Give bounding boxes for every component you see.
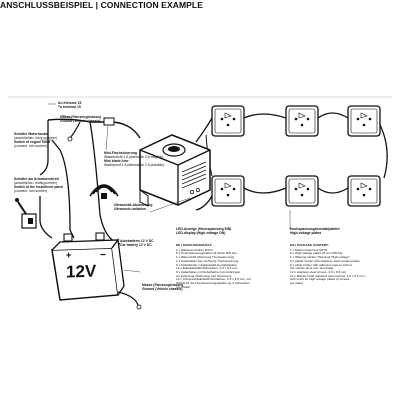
package-en-item: 6 x cable holder with adhesive tape to s… <box>290 262 353 267</box>
ultrasonic-label: Ultraschall-Abstrahlung Ultrasonic radia… <box>114 203 153 211</box>
package-de-item: 1 x Warnschild (Warnung! Hochspannung) <box>176 255 235 260</box>
package-de-item: 12 x Edelstahlstifte/Schrauben, 2,9 x 9,… <box>176 266 238 271</box>
hv-plate-2 <box>285 105 319 137</box>
car-battery-icon: + − <box>51 232 125 301</box>
chassis-ground-label: Masse (Fahrzeugchassis) Ground (Vehicle … <box>142 283 184 291</box>
svg-text:+: + <box>66 250 71 260</box>
package-en-item: the vehicle (fuse incl. terminals) <box>290 266 334 271</box>
package-en-item: 1 x Warning sticker "Warning! High-volta… <box>290 255 350 260</box>
package-de-item: pro Platte) <box>176 284 191 289</box>
battery-label: Autobatterie 12 V DC Car battery 12 V DC <box>120 239 154 247</box>
package-de-item: 6 x Kabelbinder mit Edelstahl-Kontaktpla… <box>176 262 237 267</box>
deterrent-device <box>139 134 211 207</box>
page-title: ANSCHLUSSBEISPIEL | CONNECTION EXAMPLE <box>0 0 203 10</box>
plates-label: Hochspannungskontaktplatten High-voltage… <box>290 227 340 235</box>
ultrasonic-icon <box>89 184 119 197</box>
package-en-item: with notch for high-voltage plates (2 sc… <box>290 277 350 282</box>
hv-plate-1 <box>211 105 245 137</box>
package-de-item: 12 x Universal-Edelstahl-Schrauben, 2,9 … <box>176 277 251 282</box>
package-content-de: DE | PACKUNGSINHALT: 1 x Mardervertreibe… <box>176 243 284 289</box>
battery-voltage: 12V <box>66 261 97 282</box>
hv-plate-3 <box>347 105 381 137</box>
package-de-item: 6 x Hochspannungsplatten (8 Stück DIN A4… <box>176 251 237 256</box>
hv-plate-6 <box>347 175 381 207</box>
svg-text:−: − <box>100 250 106 261</box>
ground-label-top: Masse (Fahrzeugchassis) Ground (Vehicle … <box>60 115 102 123</box>
package-de-item: 1 x Kabelhalter-Set "Achtung" Hochspannu… <box>176 258 239 263</box>
package-de-item: 1 x Mardervertreiber M170 <box>176 247 213 252</box>
led-label: LED-Anzeige (Hochspannung EIN) LED-displ… <box>176 227 232 235</box>
package-en-item: 12 x Marder head stainless steel screws,… <box>290 273 366 278</box>
package-en-item: 6 x plastic holder with stainless steel … <box>290 258 360 263</box>
panel-switch-label: Schalter am Armaturenbrett (anschließen,… <box>14 177 64 193</box>
hv-plate-5 <box>285 175 319 207</box>
fuse-label: Mini-Flachsicherung Wasserdicht 1 A (alt… <box>104 151 165 167</box>
package-content-en: EN | PACKAGE CONTENT: 1 x Marten Deterre… <box>290 243 396 286</box>
toggle-switch-icon <box>15 198 37 229</box>
package-en-item: per plate) <box>290 281 304 286</box>
package-de-item: am Fahrzeug (Sicherung inkl. Klemmen) <box>176 273 232 278</box>
package-de-item: Schlitz für die Hochspannungsplatten (je… <box>176 281 250 286</box>
package-de-item: 6 x Kabelhalter mit Klebefläche zum Anbr… <box>176 269 241 274</box>
package-en-item: 6 x High-voltage plates (8 pcs DIN A4) <box>290 251 343 256</box>
fuse-shape <box>103 117 115 126</box>
hood-switch-label: Schalter Motorhaube (anschließen, nicht … <box>14 132 57 148</box>
ignition-label: An Klemme 15 To terminal 15 <box>58 101 82 109</box>
hv-plate-4 <box>211 175 245 207</box>
package-en-item: 12 x stainless steel screws, 2.9 x 9.5 m… <box>290 269 347 274</box>
package-en-item: 1 x Marten Deterrent M170 <box>290 247 327 252</box>
